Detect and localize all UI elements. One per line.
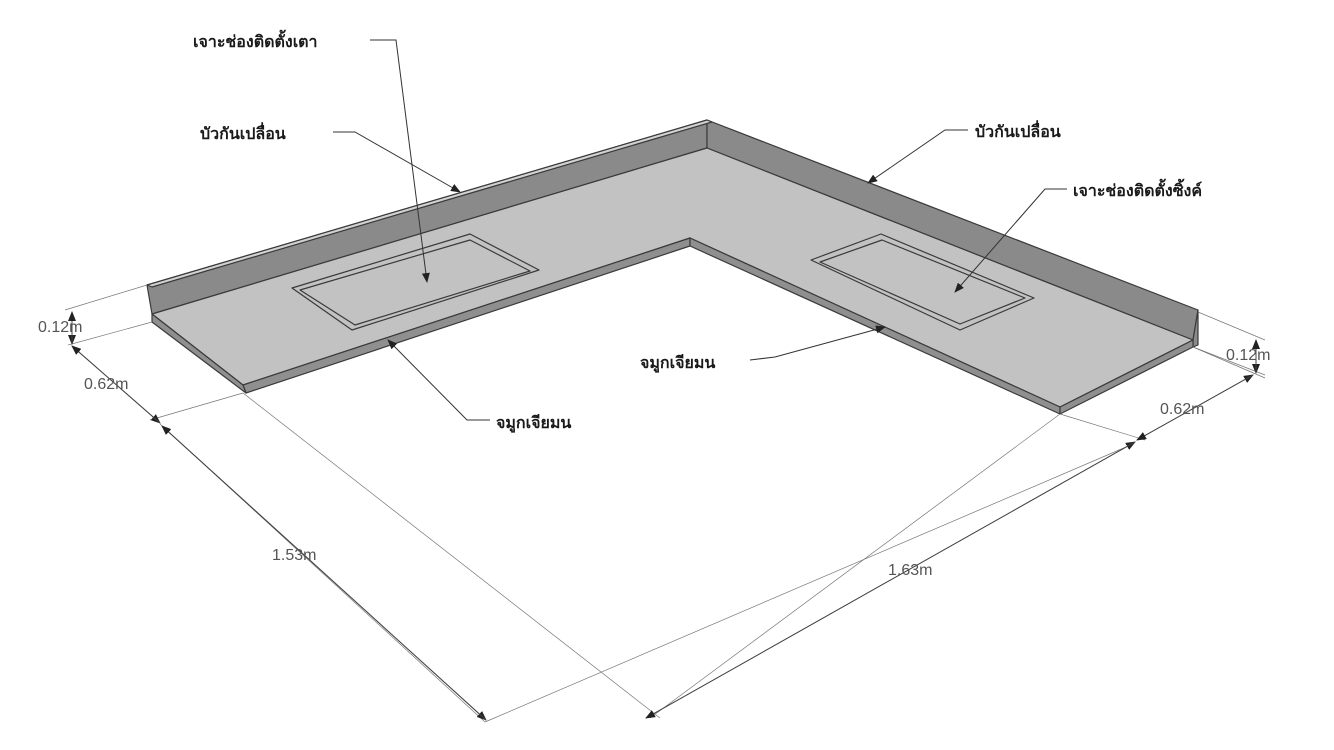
dim-length-left: 1.53m <box>272 547 316 564</box>
dimension-lines <box>64 284 1266 723</box>
dim-height-right: 0.12m <box>1226 347 1270 364</box>
sink-cutout <box>810 233 1035 331</box>
label-backsplash-left: บัวกันเปลื่อน <box>200 122 286 143</box>
label-bullnose-center: จมูกเจียมน <box>640 353 715 374</box>
dim-length-right: 1.63m <box>888 562 932 579</box>
label-sink-cutout: เจาะช่องติดตั้งซิ้งค์ <box>1073 178 1202 200</box>
countertop <box>146 119 1199 415</box>
callout-leaders <box>333 39 1067 421</box>
dim-depth-left: 0.62m <box>84 376 128 393</box>
stove-cutout <box>291 233 540 331</box>
callout-labels: เจาะช่องติดตั้งเตา บัวกันเปลื่อน บัวกันเ… <box>193 29 1202 434</box>
dim-height-left: 0.12m <box>38 319 82 336</box>
dimension-labels: 0.12m 0.62m 1.53m 1.63m 0.62m 0.12m <box>38 319 1270 579</box>
front-edge-left-end <box>151 313 247 394</box>
leader-sink <box>954 188 1067 293</box>
leader-backsplash-left <box>333 131 461 193</box>
label-stove-cutout: เจาะช่องติดตั้งเตา <box>193 29 318 51</box>
backsplash-top-edge <box>146 119 713 288</box>
leader-backsplash-right <box>867 129 968 184</box>
leader-bullnose-left <box>387 339 490 421</box>
leader-bullnose-center <box>749 325 886 361</box>
label-backsplash-right: บัวกันเปลื่อน <box>975 120 1061 141</box>
label-bullnose-left: จมูกเจียมน <box>496 413 571 434</box>
dim-depth-right: 0.62m <box>1160 401 1204 418</box>
leader-stove <box>370 39 430 283</box>
